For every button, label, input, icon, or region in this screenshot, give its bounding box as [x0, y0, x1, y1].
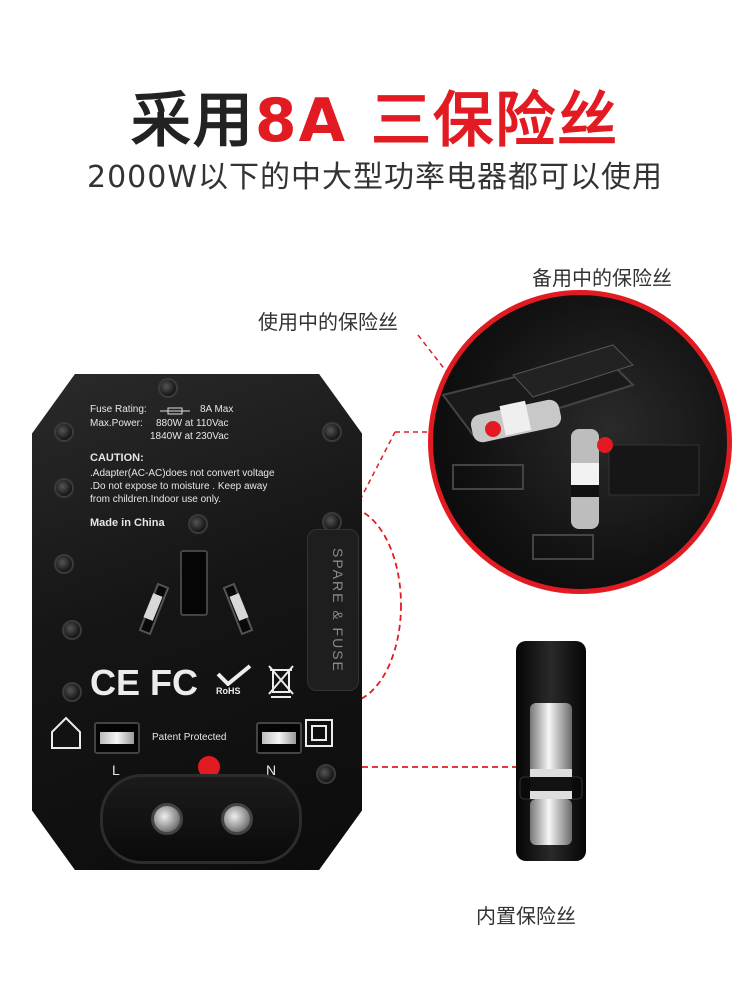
fuse-symbol-icon — [160, 407, 190, 415]
screw — [316, 764, 336, 784]
screw — [188, 514, 208, 534]
euro-hole — [151, 803, 183, 835]
builtin-fuse-card — [516, 641, 586, 861]
caution-line: from children.Indoor use only. — [90, 494, 221, 505]
patent-protected: Patent Protected — [152, 732, 227, 743]
caution-title: CAUTION: — [90, 452, 144, 464]
fuse-compartment-illustration — [441, 344, 700, 560]
screw — [54, 554, 74, 574]
fuse-compartment-zoom — [428, 290, 732, 594]
house-icon — [51, 716, 81, 749]
caution-line: .Do not expose to moisture . Keep away — [90, 481, 268, 492]
callout-spare-fuse: 备用中的保险丝 — [532, 266, 672, 290]
headline-part3: 三保险丝 — [371, 86, 620, 156]
subtitle: 2000W以下的中大型功率电器都可以使用 — [86, 160, 663, 195]
screw — [62, 682, 82, 702]
made-in-china: Made in China — [90, 517, 165, 529]
euro-hole — [221, 803, 253, 835]
double-square-icon — [305, 719, 333, 747]
builtin-fuse-illustration — [519, 703, 583, 845]
caution-line: .Adapter(AC-AC)does not convert voltage — [90, 468, 275, 479]
screw — [322, 422, 342, 442]
headline-part1: 采用 — [130, 86, 255, 156]
spare-fuse-cover[interactable]: SPARE & FUSE — [307, 529, 359, 691]
max-power-230: 1840W at 230Vac — [150, 431, 229, 442]
callout-builtin-fuse: 内置保险丝 — [476, 904, 576, 928]
pin-label-n: N — [266, 762, 277, 778]
screw — [54, 422, 74, 442]
max-power-110: 880W at 110Vac — [156, 418, 229, 429]
max-power-label: Max.Power: — [90, 418, 143, 429]
in-use-fuse-marker — [485, 421, 501, 437]
ce-mark: CE — [90, 662, 141, 703]
socket-left-slot — [138, 582, 170, 636]
socket-top-slot — [180, 550, 208, 616]
rohs-check-icon — [216, 664, 252, 686]
weee-bin-icon — [268, 665, 294, 698]
builtin-fuse-marker — [198, 756, 220, 778]
travel-adapter: Fuse Rating: 8A Max Max.Power: 880W at 1… — [32, 374, 362, 870]
pin-slot-n — [256, 722, 302, 754]
callout-in-use-fuse: 使用中的保险丝 — [258, 310, 398, 334]
headline: 采用8A 三保险丝 — [0, 72, 750, 159]
euro-socket — [100, 774, 302, 864]
fc-mark: FC — [150, 662, 198, 703]
pin-slot-l — [94, 722, 140, 754]
screw — [54, 478, 74, 498]
headline-part2: 8A — [254, 86, 348, 156]
pin-label-l: L — [112, 762, 120, 778]
screw — [158, 378, 178, 398]
fuse-rating-label: Fuse Rating: — [90, 404, 147, 415]
socket-right-slot — [222, 582, 254, 636]
spare-fuse-cover-text: SPARE & FUSE — [330, 547, 346, 673]
screw — [62, 620, 82, 640]
fuse-rating-value: 8A Max — [200, 404, 234, 415]
spare-fuse-marker — [597, 437, 613, 453]
rohs-label: RoHS — [216, 686, 241, 696]
